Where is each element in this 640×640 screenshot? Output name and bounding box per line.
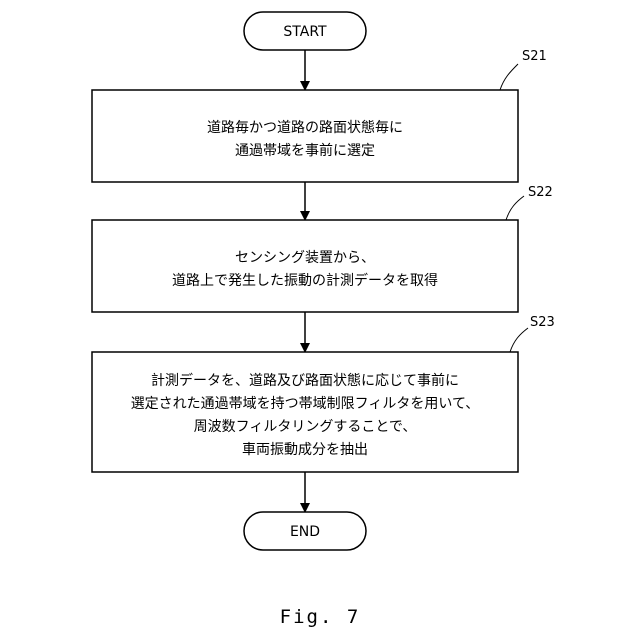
start-label: START: [283, 24, 327, 40]
step-s22-label: S22: [528, 185, 553, 200]
step-s22-leader: [506, 196, 524, 220]
process-step-s22: センシング装置から、 道路上で発生した振動の計測データを取得: [92, 220, 518, 312]
step-s22-line-2: 道路上で発生した振動の計測データを取得: [172, 272, 438, 289]
process-step-s23: 計測データを、道路及び路面状態に応じて事前に 選定された通過帯域を持つ帯域制限フ…: [92, 352, 518, 472]
step-s23-line-3: 周波数フィルタリングすることで、: [194, 419, 417, 435]
end-label: END: [290, 524, 320, 540]
step-s23-leader: [510, 328, 528, 352]
step-s23-label: S23: [530, 315, 555, 330]
flowchart: START 道路毎かつ道路の路面状態毎に 通過帯域を事前に選定 S21 センシン…: [0, 0, 640, 600]
process-step-s21: 道路毎かつ道路の路面状態毎に 通過帯域を事前に選定: [92, 90, 518, 182]
step-s21-leader: [500, 64, 518, 90]
step-s22-line-1: センシング装置から、: [235, 250, 375, 266]
step-s21-line-2: 通過帯域を事前に選定: [235, 142, 375, 159]
step-s21-line-1: 道路毎かつ道路の路面状態毎に: [207, 120, 403, 136]
step-s23-line-4: 車両振動成分を抽出: [242, 441, 368, 458]
step-s23-line-2: 選定された通過帯域を持つ帯域制限フィルタを用いて、: [131, 396, 480, 412]
figure-caption: Fig. 7: [0, 606, 640, 628]
step-s21-label: S21: [522, 49, 547, 64]
end-terminator: END: [244, 512, 366, 550]
step-s23-line-1: 計測データを、道路及び路面状態に応じて事前に: [151, 372, 459, 389]
start-terminator: START: [244, 12, 366, 50]
